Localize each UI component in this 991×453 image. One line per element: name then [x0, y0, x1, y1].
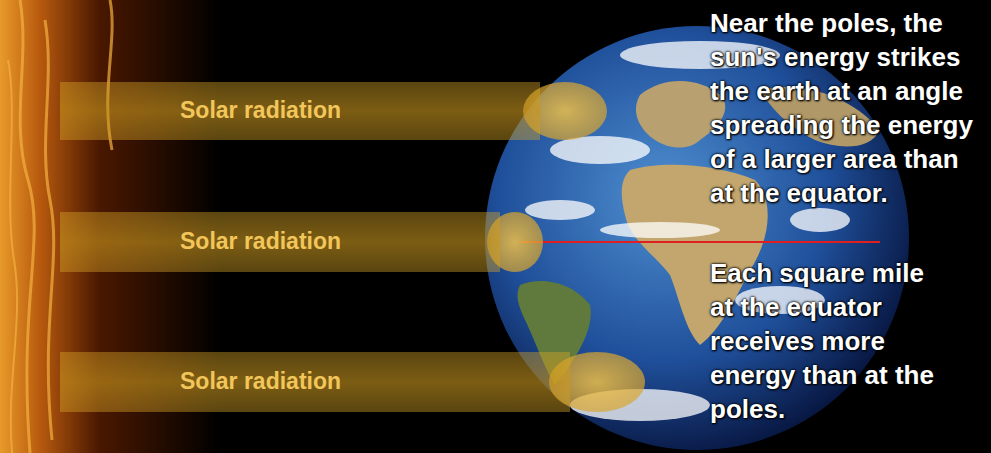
- explanation-text: Each square mile at the equator receives…: [710, 256, 950, 426]
- radiation-band: Solar radiation: [60, 212, 500, 272]
- equator-line: [520, 241, 880, 243]
- band-label: Solar radiation: [180, 368, 341, 396]
- radiation-band: Solar radiation: [60, 352, 570, 412]
- band-label: Solar radiation: [180, 97, 341, 125]
- explanation-text: Near the poles, the sun's energy strikes…: [710, 6, 984, 210]
- band-label: Solar radiation: [180, 228, 341, 256]
- radiation-band: Solar radiation: [60, 82, 540, 140]
